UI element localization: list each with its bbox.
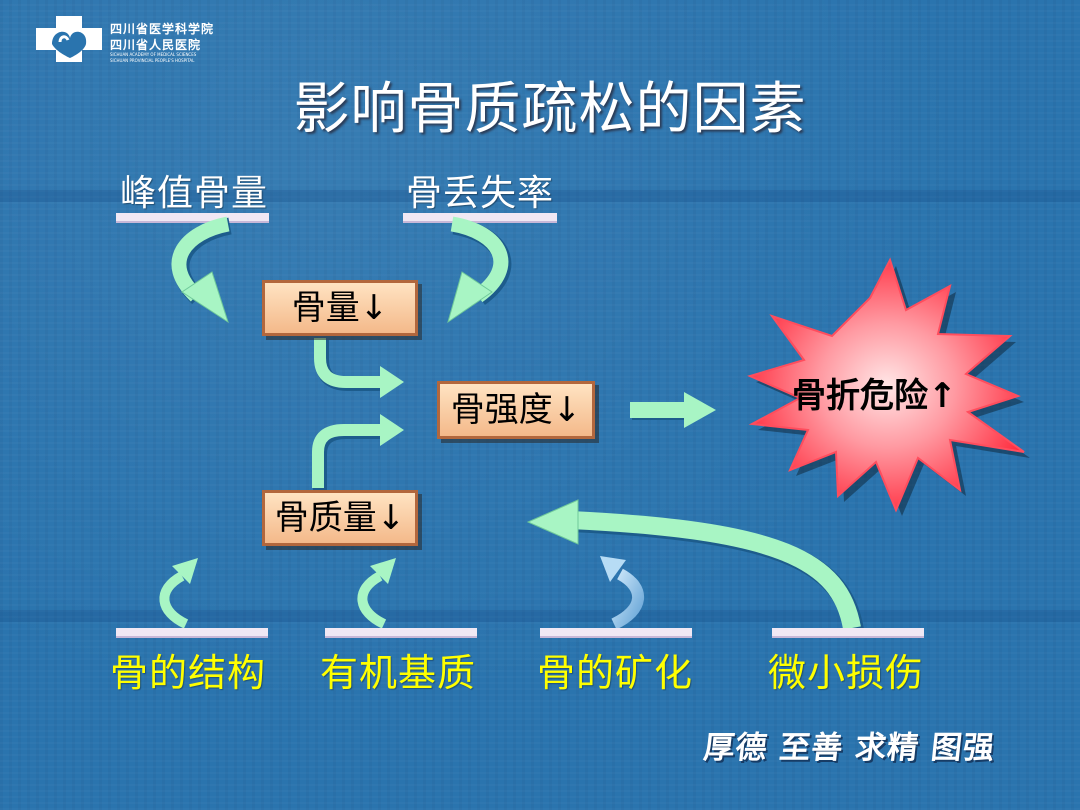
logo-text-academy: 四川省医学科学院 bbox=[110, 22, 215, 36]
curved-arrow-matrix bbox=[357, 558, 396, 629]
arrow-bone-quality-to-strength bbox=[312, 414, 404, 490]
factor-bone-structure: 骨的结构 bbox=[110, 651, 267, 695]
background-stripe bbox=[0, 190, 1080, 202]
curved-arrow-loss-to-bone-mass bbox=[447, 216, 512, 324]
box-bone-quality: 骨质量↓ bbox=[262, 490, 418, 546]
factor-underline bbox=[116, 213, 269, 223]
factor-organic-matrix: 有机基质 bbox=[320, 651, 477, 695]
box-bone-strength: 骨强度↓ bbox=[437, 381, 595, 439]
hospital-motto: 厚德 至善 求精 图强 bbox=[701, 730, 997, 766]
logo-text-academy-en: SICHUAN ACADEMY OF MEDICAL SCIENCES bbox=[110, 52, 197, 57]
arrow-bone-mass-to-strength bbox=[314, 338, 404, 398]
factor-underline bbox=[116, 628, 268, 638]
factor-bone-mineralization: 骨的矿化 bbox=[537, 651, 694, 695]
factor-underline bbox=[403, 213, 557, 223]
factor-underline bbox=[540, 628, 692, 638]
logo-text-hospital: 四川省人民医院 bbox=[110, 38, 202, 52]
hospital-logo: 四川省医学科学院 四川省人民医院 SICHUAN ACADEMY OF MEDI… bbox=[34, 14, 234, 64]
slide-title: 影响骨质疏松的因素 bbox=[293, 77, 807, 142]
factor-micro-damage: 微小损伤 bbox=[768, 651, 925, 695]
arrow-strength-to-fracture-risk bbox=[630, 392, 716, 428]
curved-arrow-peak-to-bone-mass bbox=[171, 216, 232, 324]
box-bone-mass: 骨量↓ bbox=[262, 280, 418, 336]
fracture-risk-label: 骨折危险↑ bbox=[792, 376, 957, 416]
hospital-cross-icon bbox=[36, 16, 102, 62]
factor-underline bbox=[325, 628, 477, 638]
curved-arrow-mineralization bbox=[600, 556, 644, 630]
factor-peak-bone-mass: 峰值骨量 bbox=[120, 173, 269, 214]
curved-arrow-structure bbox=[159, 558, 198, 629]
background-stripe bbox=[0, 610, 1080, 622]
logo-text-hospital-en: SICHUAN PROVINCIAL PEOPLE'S HOSPITAL bbox=[110, 58, 195, 63]
factor-underline bbox=[772, 628, 924, 638]
factor-bone-loss-rate: 骨丢失率 bbox=[406, 173, 555, 214]
curved-arrow-micro-damage-to-quality bbox=[526, 499, 864, 632]
